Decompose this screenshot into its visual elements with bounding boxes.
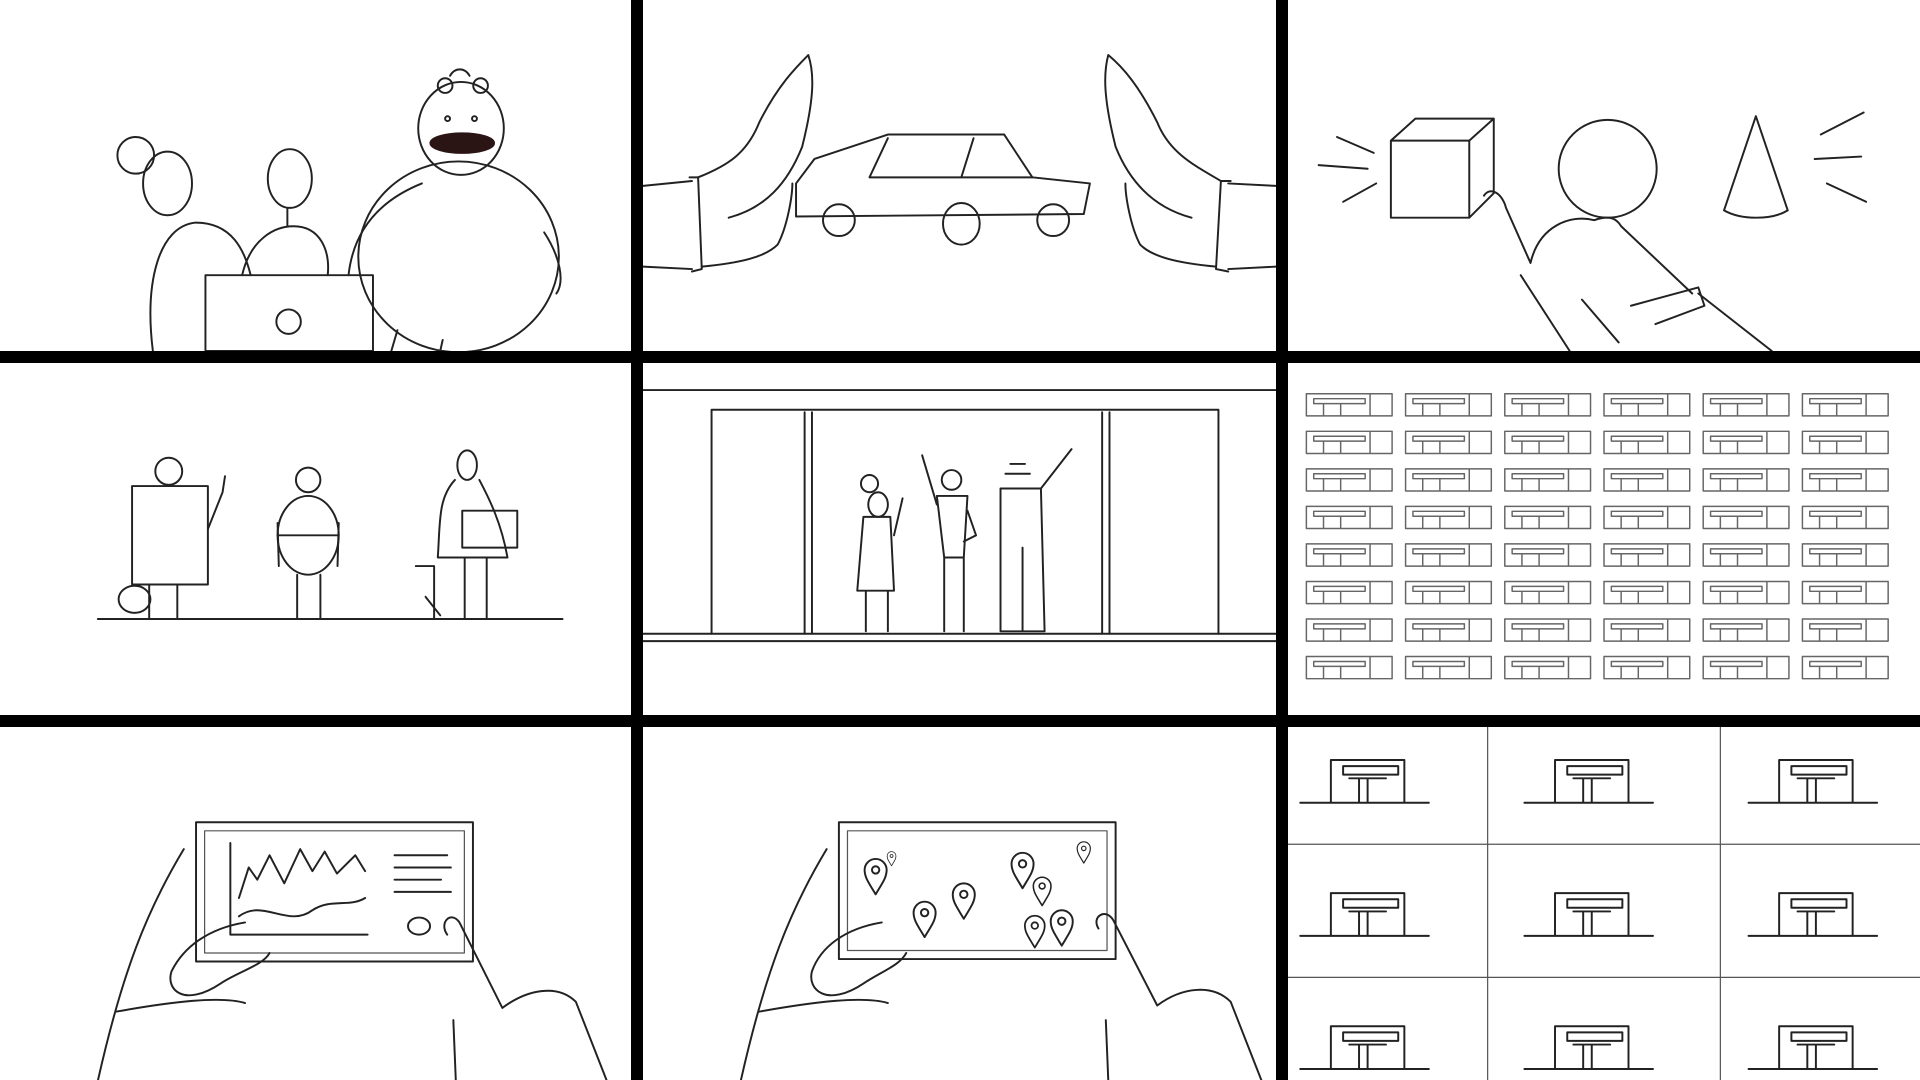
storefront-icon [1801, 468, 1889, 492]
map-pin-icon [1049, 909, 1074, 947]
storefront-icon [1603, 580, 1691, 605]
storefront-icon [1299, 1025, 1430, 1070]
storefront-icon [1603, 468, 1691, 492]
storefront-3x3-sketch [1288, 727, 1920, 1080]
panel-window-wave [643, 363, 1276, 715]
storefront-icon [1702, 655, 1790, 680]
storefront-icon [1603, 430, 1691, 455]
storefront-icon [1305, 655, 1393, 680]
storefront-icon [1603, 618, 1691, 642]
storefront-icon [1404, 618, 1493, 642]
tablet-map-pins-sketch [739, 821, 1263, 1080]
storefront-icon [1523, 759, 1654, 804]
people-waving-in-window-sketch [643, 389, 1276, 643]
map-pin-icon [1023, 914, 1046, 949]
map-pin-icon [1010, 851, 1035, 890]
storefront-icon [1404, 430, 1493, 455]
storefront-icon [1523, 1025, 1654, 1070]
map-pin-icon [912, 900, 937, 939]
storefront-icon [1504, 543, 1592, 567]
panel-store-3x3 [1288, 727, 1920, 1080]
storefront-icon [1702, 468, 1790, 492]
storefront-icon [1801, 618, 1889, 642]
map-pin-icon [951, 882, 976, 920]
storefront-icon [1305, 580, 1393, 605]
storefront-icon [1747, 1025, 1879, 1070]
storefront-icon [1702, 580, 1790, 605]
storefront-icon [1801, 543, 1889, 567]
tablet-chart-hands-sketch [97, 821, 608, 1080]
storefront-icon [1702, 430, 1790, 455]
team-at-laptop-sketch [116, 68, 562, 351]
panel-workers [0, 363, 631, 715]
storefront-icon [1603, 505, 1691, 530]
storefront-icon [1404, 468, 1493, 492]
storefront-icon [1523, 892, 1654, 937]
panel-shapes [1288, 0, 1920, 351]
storefront-icon [1504, 655, 1592, 680]
storefront-icon [1305, 505, 1393, 530]
storefront-icon [1404, 393, 1493, 417]
storefront-icon [1801, 393, 1889, 417]
storefront-icon [1305, 543, 1393, 567]
storefront-icon [1801, 655, 1889, 680]
panel-store-grid [1288, 363, 1920, 715]
hands-framing-car-sketch [643, 54, 1276, 273]
panel-tablet-chart [0, 727, 631, 1080]
storefront-icon [1504, 430, 1592, 455]
storefront-icon [1504, 468, 1592, 492]
panel-tablet-map [643, 727, 1276, 1080]
three-workers-sketch [96, 449, 564, 620]
storefront-icon [1504, 393, 1592, 417]
panel-hands-car [643, 0, 1276, 351]
map-pin-icon [1076, 841, 1091, 864]
storefront-icon [1603, 655, 1691, 680]
storefront-icon [1305, 618, 1393, 642]
storefront-icon [1603, 543, 1691, 567]
storefront-icon [1702, 505, 1790, 530]
map-pin-icon [863, 858, 888, 896]
storefront-icon [1404, 543, 1493, 567]
map-pin-icon [886, 851, 897, 867]
storefront-icon [1747, 892, 1879, 937]
storefront-grid-sketch [1305, 393, 1889, 680]
storefront-icon [1305, 393, 1393, 417]
storefront-icon [1299, 892, 1430, 937]
panel-team-laptop [0, 0, 631, 351]
storefront-icon [1504, 580, 1592, 605]
storefront-icon [1404, 580, 1493, 605]
storefront-icon [1404, 505, 1493, 530]
storefront-icon [1801, 505, 1889, 530]
storefront-icon [1702, 618, 1790, 642]
storefront-icon [1504, 505, 1592, 530]
grid-divider [1288, 727, 1920, 1080]
storefront-icon [1747, 759, 1879, 804]
storefront-icon [1305, 468, 1393, 492]
storefront-icon [1801, 430, 1889, 455]
storefront-icon [1305, 430, 1393, 455]
storefront-icon [1801, 580, 1889, 605]
storefront-icon [1504, 618, 1592, 642]
storefront-icon [1702, 393, 1790, 417]
storefront-icon [1702, 543, 1790, 567]
storefront-icon [1603, 393, 1691, 417]
storefront-icon [1299, 759, 1430, 804]
map-pin-icon [1032, 876, 1052, 907]
hand-touching-shapes-sketch [1317, 111, 1868, 351]
storefront-icon [1404, 655, 1493, 680]
